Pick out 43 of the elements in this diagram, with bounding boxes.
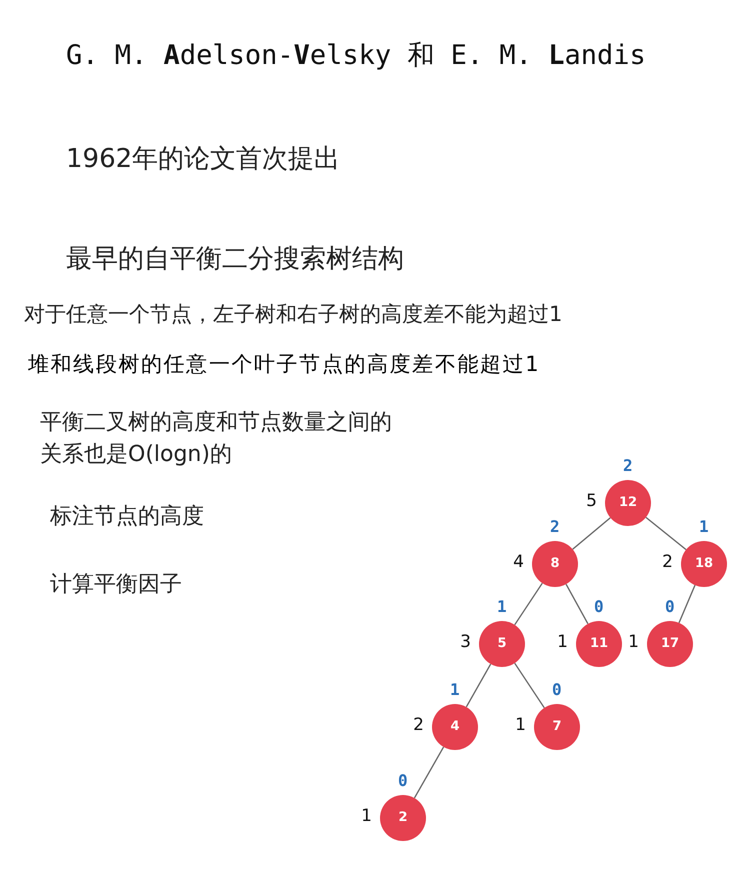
- node-height: 5: [586, 493, 597, 510]
- balance-factor: 0: [665, 599, 675, 615]
- tree-edge: [646, 516, 686, 550]
- node-value: 4: [450, 718, 460, 736]
- node-height: 1: [361, 808, 372, 825]
- node-value: 5: [497, 635, 507, 654]
- balance-factor: 1: [497, 599, 507, 615]
- tree-edge: [414, 746, 444, 798]
- text-line: 堆和线段树的任意一个叶子节点的高度差不能超过1: [28, 351, 542, 378]
- node-height: 2: [413, 717, 424, 734]
- node-value: 12: [618, 494, 638, 512]
- balance-factor: 0: [552, 682, 562, 698]
- node-value: 18: [694, 555, 714, 574]
- text-line: 最早的自平衡二分搜索树结构: [66, 243, 405, 276]
- node-value: 17: [660, 635, 680, 654]
- text-line: 标注节点的高度: [50, 503, 205, 531]
- node-height: 1: [628, 634, 639, 651]
- balance-factor: 0: [398, 773, 408, 789]
- title: G. M. Adelson-Velsky 和 E. M. Landis: [66, 39, 646, 73]
- node-value: 2: [398, 809, 408, 828]
- node-height: 1: [515, 717, 526, 734]
- tree-edge: [514, 662, 545, 708]
- tree-edge: [566, 584, 588, 624]
- node-height: 4: [513, 554, 524, 571]
- node-height: 3: [460, 634, 471, 651]
- tree-edge: [572, 517, 611, 550]
- balance-factor: 0: [594, 599, 604, 615]
- text-line: 对于任意一个节点，左子树和右子树的高度差不能为超过1: [24, 301, 564, 328]
- tree-edge: [514, 582, 543, 626]
- node-value: 8: [550, 555, 560, 574]
- balance-factor: 1: [699, 519, 709, 535]
- text-line: 计算平衡因子: [50, 571, 183, 599]
- tree-edge: [466, 664, 492, 708]
- node-value: 11: [590, 635, 608, 654]
- text-line: 平衡二叉树的高度和节点数量之间的关系也是O(logn)的: [40, 409, 393, 469]
- node-value: 7: [552, 718, 562, 736]
- node-height: 2: [662, 554, 673, 571]
- balance-factor: 2: [550, 519, 560, 535]
- text-line: 1962年的论文首次提出: [66, 143, 342, 176]
- balance-factor: 1: [450, 682, 460, 698]
- tree-edge: [678, 584, 696, 624]
- balance-factor: 2: [623, 458, 633, 474]
- node-height: 1: [557, 634, 568, 651]
